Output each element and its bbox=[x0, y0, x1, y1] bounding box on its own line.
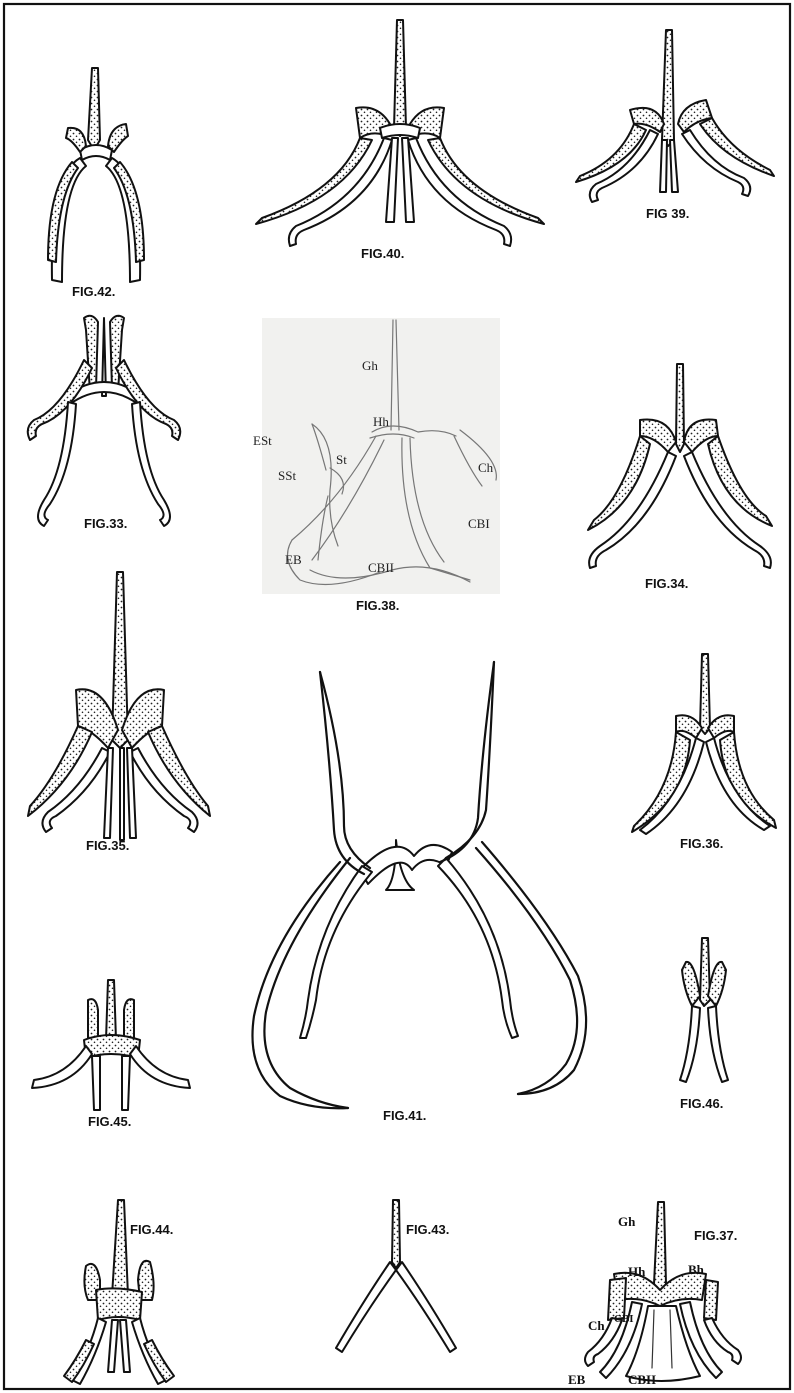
fig37-label-ch: Ch bbox=[588, 1318, 605, 1333]
fig38-caption: FIG.38. bbox=[356, 598, 399, 613]
fig43-caption: FIG.43. bbox=[406, 1222, 449, 1237]
fig38-label-hh: Hh bbox=[373, 414, 389, 429]
figure-37: Gh FIG.37. Hh Bh Ch CBI EB CBII bbox=[568, 1202, 741, 1387]
fig38-label-sst: SSt bbox=[278, 468, 296, 483]
figure-42: FIG.42. bbox=[48, 68, 144, 299]
figure-46: FIG.46. bbox=[680, 938, 728, 1111]
figure-33: FIG.33. bbox=[28, 316, 181, 531]
fig36-caption: FIG.36. bbox=[680, 836, 723, 851]
fig37-label-gh: Gh bbox=[618, 1214, 636, 1229]
fig44-caption: FIG.44. bbox=[130, 1222, 173, 1237]
fig38-label-eb: EB bbox=[285, 552, 302, 567]
fig41-caption: FIG.41. bbox=[383, 1108, 426, 1123]
fig38-label-st: St bbox=[336, 452, 347, 467]
figure-41: FIG.41. bbox=[252, 662, 586, 1123]
fig38-label-gh: Gh bbox=[362, 358, 378, 373]
fig37-label-cb2: CBII bbox=[628, 1372, 656, 1387]
figure-45: FIG.45. bbox=[32, 980, 190, 1129]
fig37-label-eb: EB bbox=[568, 1372, 586, 1387]
fig38-label-ch: Ch bbox=[478, 460, 494, 475]
fig42-caption: FIG.42. bbox=[72, 284, 115, 299]
figure-40: FIG.40. bbox=[256, 20, 544, 261]
figure-38: Gh Hh ESt St SSt Ch CBI EB CBII FIG.38. bbox=[253, 318, 500, 613]
fig38-label-cb2: CBII bbox=[368, 560, 394, 575]
fig34-caption: FIG.34. bbox=[645, 576, 688, 591]
fig37-caption: FIG.37. bbox=[694, 1228, 737, 1243]
fig37-label-hh: Hh bbox=[628, 1264, 646, 1279]
fig45-caption: FIG.45. bbox=[88, 1114, 131, 1129]
fig35-caption: FIG.35. bbox=[86, 838, 129, 853]
fig40-caption: FIG.40. bbox=[361, 246, 404, 261]
fig39-caption: FIG 39. bbox=[646, 206, 689, 221]
figure-44: FIG.44. bbox=[64, 1200, 174, 1384]
fig38-label-est: ESt bbox=[253, 433, 272, 448]
fig37-label-cb1: CBI bbox=[614, 1313, 634, 1325]
fig33-caption: FIG.33. bbox=[84, 516, 127, 531]
fig46-caption: FIG.46. bbox=[680, 1096, 723, 1111]
figure-43: FIG.43. bbox=[336, 1200, 456, 1352]
figure-34: FIG.34. bbox=[588, 364, 772, 591]
figure-39: FIG 39. bbox=[576, 30, 774, 221]
figure-35: FIG.35. bbox=[28, 572, 210, 853]
figure-36: FIG.36. bbox=[632, 654, 776, 851]
fig38-label-cb1: CBI bbox=[468, 516, 490, 531]
fig37-label-bh: Bh bbox=[688, 1262, 705, 1277]
